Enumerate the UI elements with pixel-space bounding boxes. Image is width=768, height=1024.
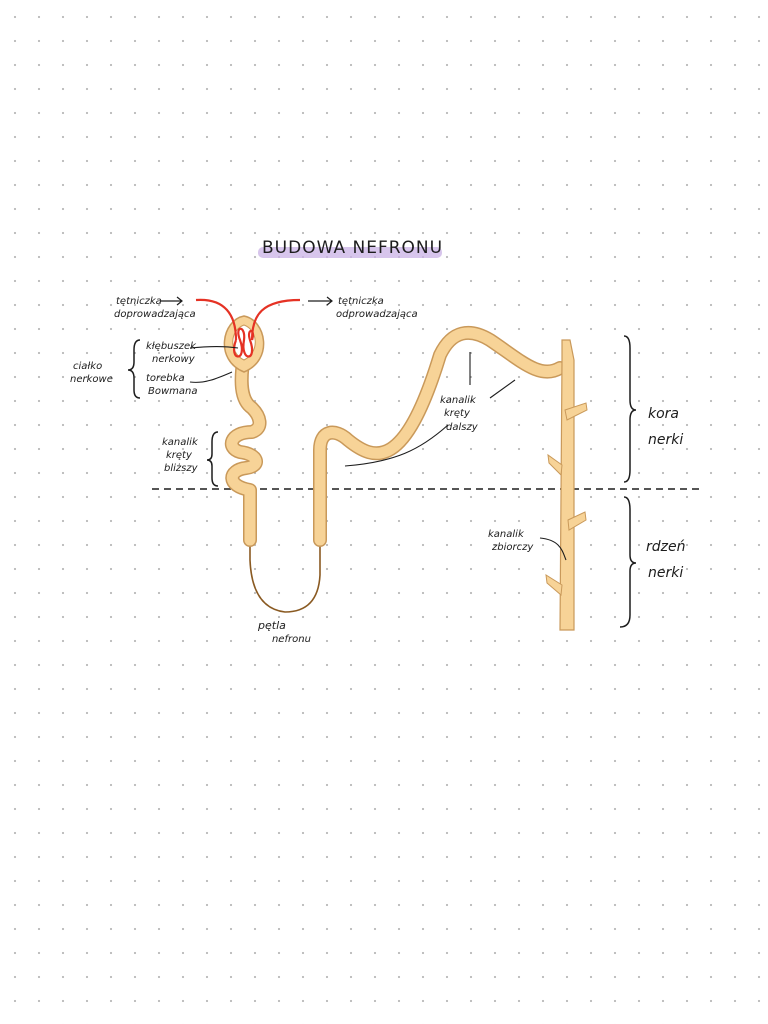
label-proximal-line2: kręty <box>166 450 193 461</box>
label-glomerulus-line2: nerkowy <box>152 354 196 365</box>
leader-lines <box>189 345 567 561</box>
label-cortex: kora nerki <box>648 406 683 448</box>
label-collecting: kanalik zbiorczy <box>488 529 534 553</box>
label-loop-line2: nefronu <box>272 634 311 645</box>
label-arrows <box>160 296 333 306</box>
label-renal-corpuscle-line2: nerkowe <box>70 374 113 385</box>
label-renal-corpuscle: ciałko nerkowe <box>70 361 113 385</box>
afferent-arteriole <box>195 298 238 341</box>
bowman-leader <box>189 371 233 383</box>
label-efferent-line1: tętniczka <box>338 296 384 307</box>
label-proximal-line3: bliższy <box>164 463 199 474</box>
label-loop: pętla nefronu <box>257 619 311 645</box>
tubule-edge <box>224 326 567 547</box>
label-medulla-line1: rdzeń <box>646 539 685 555</box>
label-afferent-line2: doprowadzająca <box>114 309 196 320</box>
label-distal-line3: dalszy <box>446 422 479 433</box>
collecting-duct <box>545 339 588 631</box>
label-cortex-line1: kora <box>648 406 679 422</box>
label-proximal-line1: kanalik <box>162 437 199 448</box>
loop-of-henle-line <box>249 515 321 613</box>
title-highlight <box>258 247 442 258</box>
label-glomerulus: kłębuszek nerkowy <box>146 341 197 365</box>
title-group: BUDOWA NEFRONU <box>258 238 443 258</box>
label-medulla-line2: nerki <box>648 565 683 581</box>
page-title: BUDOWA NEFRONU <box>262 238 443 258</box>
cortex-bracket <box>623 335 637 483</box>
arrow-right-icon <box>308 296 333 306</box>
brackets <box>127 335 637 628</box>
label-renal-corpuscle-line1: ciałko <box>73 361 102 372</box>
medulla-bracket <box>619 496 637 628</box>
arrow-right-icon <box>160 296 183 306</box>
label-loop-line1: pętla <box>257 619 286 632</box>
glomerulus-leader <box>189 345 239 349</box>
label-medulla: rdzeń nerki <box>646 539 685 581</box>
label-afferent-line1: tętniczka <box>116 296 162 307</box>
label-efferent: tętniczka odprowadzająca <box>336 296 418 320</box>
label-proximal: kanalik kręty bliższy <box>162 437 199 474</box>
renal-corpuscle-bracket <box>127 339 141 399</box>
label-bowman-line1: torebka <box>146 373 185 384</box>
tubule-fill <box>226 327 566 546</box>
label-cortex-line2: nerki <box>648 432 683 448</box>
collecting-leader <box>539 537 567 561</box>
distal-leader-bottom <box>344 424 449 467</box>
label-distal-line2: kręty <box>444 408 471 419</box>
label-afferent: tętniczka doprowadzająca <box>114 296 196 320</box>
distal-leader-right <box>489 379 516 399</box>
label-bowman: torebka Bowmana <box>146 373 198 397</box>
label-bowman-line2: Bowmana <box>148 386 198 397</box>
label-collecting-line2: zbiorczy <box>491 542 534 553</box>
glomerulus <box>233 327 254 358</box>
proximal-bracket <box>206 431 219 487</box>
label-distal: kanalik kręty dalszy <box>440 395 479 433</box>
label-distal-line1: kanalik <box>440 395 477 406</box>
label-efferent-line2: odprowadzająca <box>336 309 418 320</box>
label-collecting-line1: kanalik <box>488 529 525 540</box>
label-glomerulus-line1: kłębuszek <box>146 341 197 352</box>
